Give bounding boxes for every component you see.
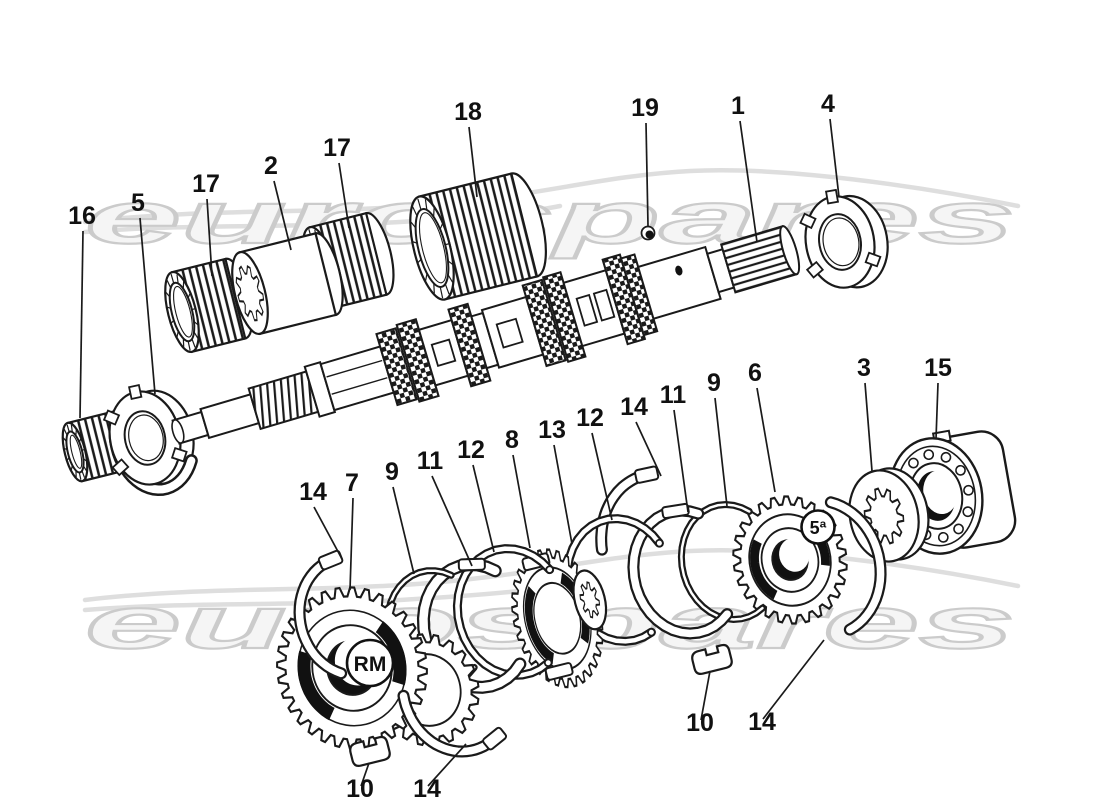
callout-label-6-20: 6: [748, 359, 762, 387]
rm-badge-circle: [345, 638, 395, 688]
fifth-gear-badge: 5ª: [800, 509, 836, 545]
fifth-badge-text: 5ª: [810, 518, 827, 538]
callout-label-18-5: 18: [454, 98, 482, 126]
main-shaft-1: [171, 225, 801, 445]
ring-nut-4: [799, 188, 889, 289]
callout-line-15-22: [935, 382, 939, 440]
callout-line-10-25: [700, 670, 711, 721]
callout-label-10-23: 10: [346, 775, 374, 800]
callout-label-1-7: 1: [731, 92, 745, 120]
callout-line-1-7: [739, 120, 758, 243]
callout-line-12-13: [472, 464, 495, 553]
callout-label-12-13: 12: [457, 436, 485, 464]
callout-line-10-23: [360, 762, 370, 787]
callout-line-7-10: [349, 497, 354, 591]
callout-line-6-20: [756, 387, 776, 493]
shift-fork-14c: [397, 689, 508, 758]
callout-label-11-18: 11: [660, 381, 687, 409]
callout-label-3-21: 3: [857, 354, 871, 382]
callout-label-14-9: 14: [299, 478, 327, 506]
callout-line-17-4: [338, 162, 350, 229]
shift-fork-14d: [824, 496, 887, 636]
callout-line-14-17: [635, 421, 662, 477]
callout-label-11-12: 11: [417, 447, 444, 475]
ball-19: [640, 225, 656, 241]
callout-label-9-19: 9: [707, 369, 721, 397]
callout-line-13-15: [553, 444, 573, 545]
callout-line-2-3: [273, 180, 292, 251]
callout-line-19-6: [645, 122, 649, 227]
spacer-ring-11b: [627, 502, 734, 640]
callout-label-17-2: 17: [192, 170, 220, 198]
callout-line-14-24: [427, 743, 467, 787]
parts-layer: [61, 172, 1017, 767]
callout-line-9-19: [714, 397, 728, 507]
callout-line-11-18: [673, 409, 689, 513]
callout-label-13-15: 13: [538, 416, 566, 444]
snap-ring-9b: [677, 500, 766, 623]
callout-label-14-26: 14: [748, 708, 776, 736]
car-silhouette-top: [82, 167, 1021, 225]
synchro-hub-8: [511, 548, 608, 689]
callout-line-8-14: [512, 454, 531, 549]
splined-sleeve-2: [231, 232, 344, 336]
callout-label-14-17: 14: [620, 393, 648, 421]
synchro-sleeve-13: [511, 548, 604, 689]
callout-line-14-26: [762, 639, 825, 720]
thrust-pad-10b: [691, 643, 733, 675]
callout-label-4-8: 4: [821, 90, 835, 118]
callout-label-19-6: 19: [631, 94, 659, 122]
callout-line-3-21: [864, 382, 873, 472]
callout-label-14-24: 14: [413, 775, 441, 800]
callout-label-16-0: 16: [68, 202, 96, 230]
callout-label-5-1: 5: [131, 189, 145, 217]
callout-label-15-22: 15: [924, 354, 952, 382]
callout-line-11-12: [431, 475, 473, 567]
callout-label-9-11: 9: [385, 458, 399, 486]
callout-label-7-10: 7: [345, 469, 359, 497]
reverse-gear-badge: RM: [345, 638, 395, 688]
callout-line-5-1: [139, 217, 156, 395]
callout-line-18-5: [468, 126, 478, 198]
rm-badge-text: RM: [354, 653, 387, 676]
shift-fork-14b: [595, 465, 660, 556]
callout-label-8-14: 8: [505, 426, 519, 454]
callout-label-2-3: 2: [264, 152, 278, 180]
callout-label-10-25: 10: [686, 709, 714, 737]
callout-label-12-16: 12: [576, 404, 604, 432]
lock-collar-5: [102, 384, 198, 497]
needle-bearing-18: [409, 172, 547, 301]
callout-line-9-11: [392, 486, 415, 575]
callout-line-17-2: [206, 198, 213, 277]
thrust-pad-10a: [349, 735, 391, 767]
callout-line-14-9: [313, 506, 343, 560]
callout-line-16-0: [79, 230, 84, 419]
callout-label-17-4: 17: [323, 134, 351, 162]
fifth-badge-circle: [800, 509, 836, 545]
callout-line-4-8: [829, 118, 840, 198]
callout-line-12-16: [591, 432, 613, 521]
